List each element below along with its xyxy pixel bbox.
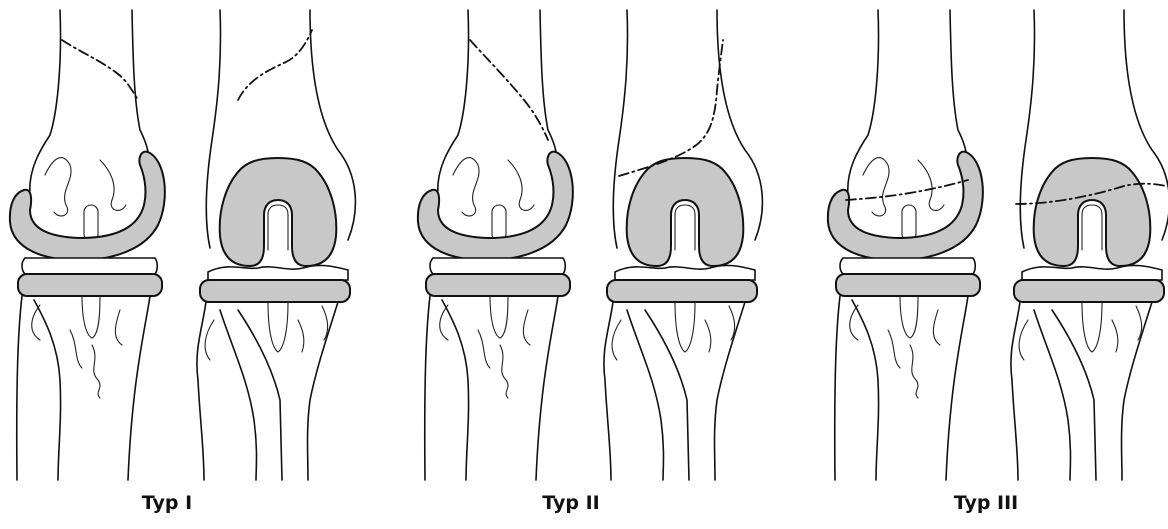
typ-2-lateral-view	[418, 10, 573, 480]
typ-3-frontal-view	[1011, 10, 1168, 480]
typ-2-caption: Typ II	[471, 492, 671, 514]
typ-1-frontal-view	[197, 10, 356, 480]
typ-1-caption: Typ I	[67, 492, 267, 514]
typ-3-caption: Typ III	[886, 492, 1086, 514]
typ-2-frontal-view	[604, 10, 763, 480]
typ-3-lateral-view	[828, 10, 983, 480]
typ-1-lateral-view	[10, 10, 165, 480]
